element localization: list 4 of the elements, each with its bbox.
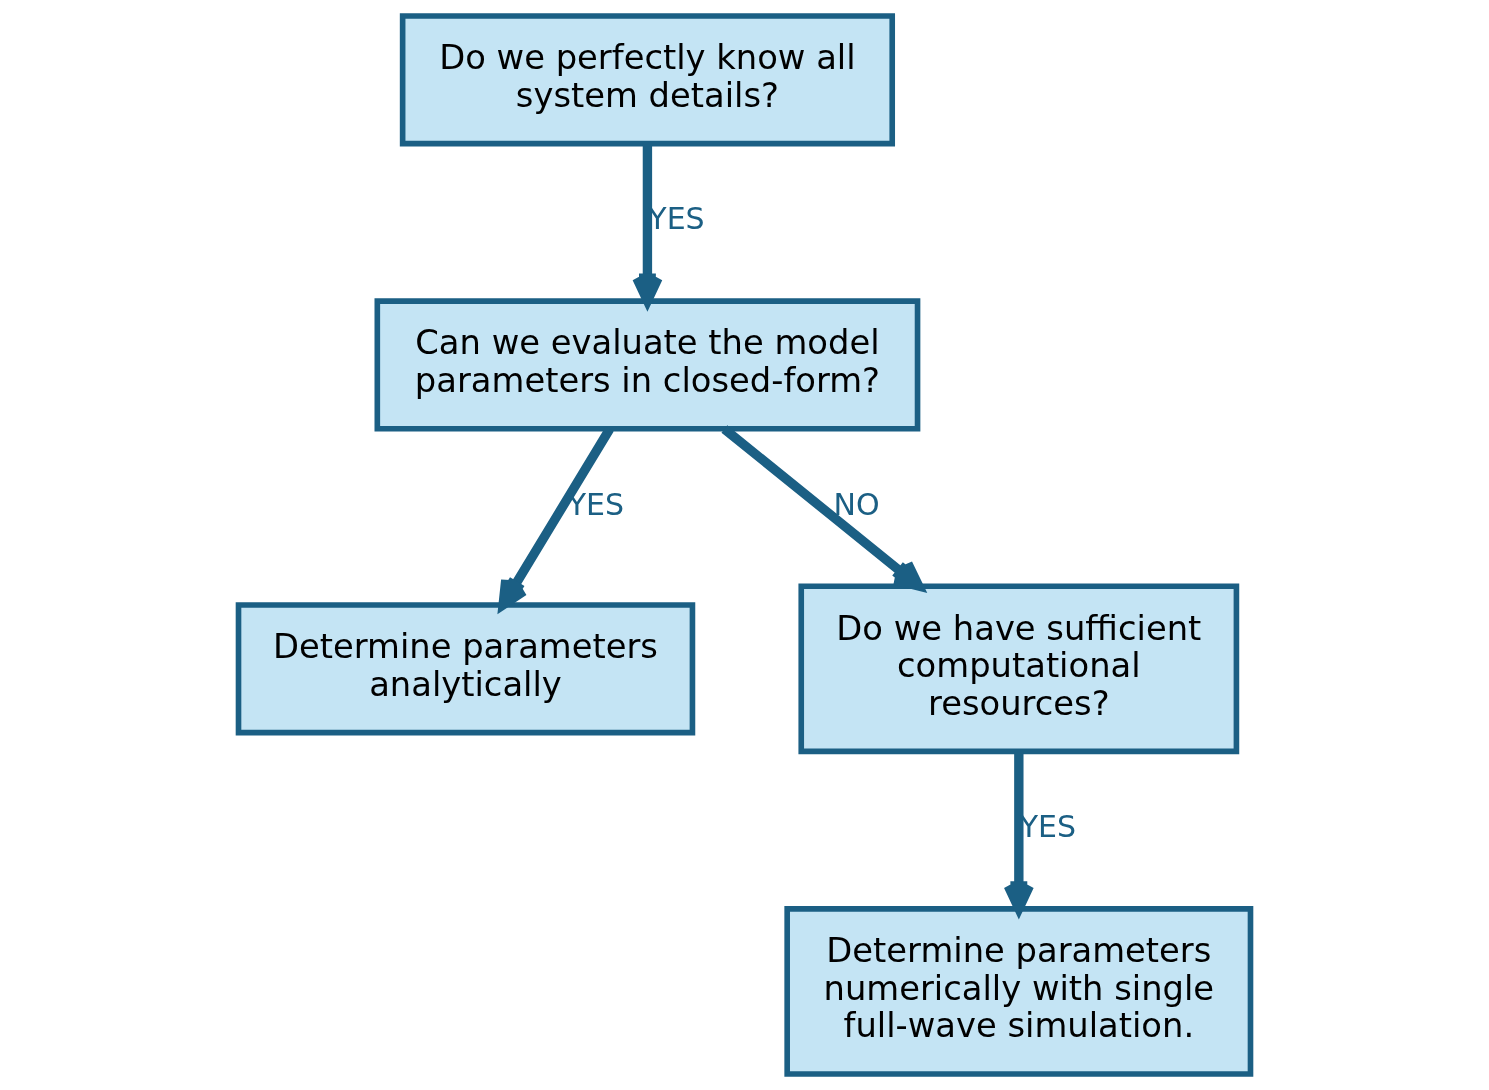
edge-label: YES bbox=[648, 201, 705, 237]
edge-label: NO bbox=[833, 486, 880, 522]
edge-label: YES bbox=[1019, 809, 1077, 845]
edge-label: YES bbox=[567, 486, 625, 522]
